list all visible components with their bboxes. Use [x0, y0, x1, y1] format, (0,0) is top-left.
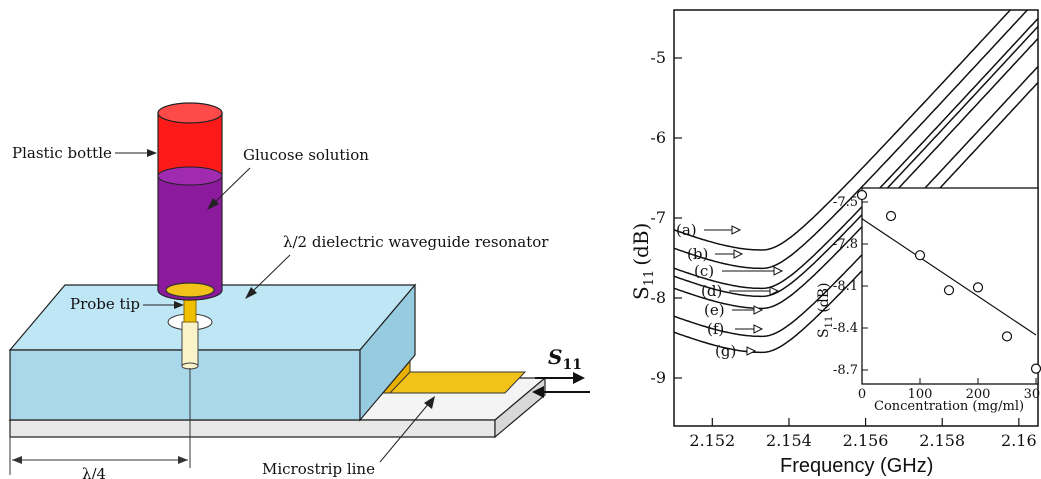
inset-data-point — [943, 285, 955, 296]
inset-y-tick-label: -8.1 — [833, 279, 858, 294]
inset-data-point — [1001, 331, 1013, 342]
lambda4-label: λ/4 — [82, 465, 106, 479]
main-xlabel: Frequency (GHz) — [780, 455, 933, 477]
series-label-arrowhead — [753, 305, 764, 315]
series-label-arrowhead — [733, 249, 744, 259]
main-x-tick-label: 2.16 — [1001, 431, 1037, 450]
inset-y-tick-label: -8.4 — [833, 321, 858, 336]
label-glucose-solution: Glucose solution — [243, 146, 369, 164]
probe-shaft — [181, 321, 199, 367]
main-y-tick-label: -8 — [650, 288, 666, 307]
pointer-plastic-bottle-head — [147, 149, 157, 157]
inset-fit-line — [861, 218, 1037, 336]
series-label: (g) — [715, 342, 736, 360]
series-label: (d) — [701, 282, 722, 300]
label-microstrip: Microstrip line — [262, 460, 375, 478]
series-label: (e) — [704, 301, 725, 319]
inset-data-point — [856, 189, 868, 201]
bottle-top — [157, 102, 223, 124]
pointer-resonator — [249, 254, 291, 295]
series-labels: (a) (b)(c) (d)(e)(f) (g) — [676, 221, 784, 360]
main-x-tick-label: 2.158 — [919, 431, 965, 450]
pointer-glucose — [211, 167, 251, 206]
series-label-arrowhead — [731, 225, 742, 235]
concentration-inset-chart: 0 100 200 300 -7.5 -7.8 -8.1 -8.4 -8.7 S11(dB) C… — [816, 187, 1041, 414]
inset-x-tick-label: 200 — [966, 387, 991, 402]
main-y-tick-label: -9 — [650, 368, 666, 387]
inset-ylabel: S11(dB) — [816, 282, 835, 338]
series-label: (a) — [676, 221, 697, 239]
main-x-tick-label: 2.152 — [689, 431, 735, 450]
series-curve-e — [674, 37, 1038, 310]
lambda4-arrow-left — [12, 456, 22, 464]
inset-data-point — [1030, 363, 1041, 374]
inset-x-tick-label: 300 — [1024, 387, 1041, 402]
pointer-probe-tip-head — [174, 301, 184, 309]
main-y-tick-label: -6 — [650, 128, 666, 147]
pointer-glucose-head — [207, 198, 219, 210]
main-y-tick-label: -7 — [650, 208, 666, 227]
series-label-arrowhead — [746, 346, 757, 356]
inset-data-point — [972, 282, 984, 293]
series-label-arrowhead — [773, 266, 784, 276]
inset-data-point — [914, 250, 926, 261]
inset-x-tick-label: 100 — [908, 387, 933, 402]
main-ylabel: S11(dB) — [629, 223, 657, 300]
main-x-tick-label: 2.154 — [766, 431, 812, 450]
pointer-microstrip-head — [424, 396, 435, 409]
pointer-microstrip — [379, 401, 431, 463]
label-probe-tip: Probe tip — [70, 295, 140, 313]
series-label: (c) — [694, 262, 714, 280]
series-curve-c — [674, 17, 1038, 290]
inset-y-tick-label: -7.8 — [833, 237, 858, 252]
inset-y-tick-label: -8.7 — [833, 363, 858, 378]
main-axis-ticks: 2.152 2.154 2.156 2.158 2.16 -5 -6 -7 -8 -9 — [650, 48, 1036, 450]
inset-axis-ticks: 0 100 200 300 -7.5 -7.8 -8.1 -8.4 -8.7 — [833, 195, 1041, 402]
base-plate-side — [494, 376, 546, 439]
pointer-resonator-head — [245, 287, 257, 299]
label-plastic-bottle: Plastic bottle — [12, 144, 112, 162]
label-resonator: λ/2 dielectric waveguide resonator — [283, 233, 549, 251]
lambda4-arrow-right — [178, 456, 188, 464]
inset-x-tick-label: 0 — [858, 387, 866, 402]
series-curve-b — [674, 10, 1029, 270]
inset-xlabel: Concentration (mg/ml) — [874, 399, 1024, 414]
series-curve-a — [674, 10, 1012, 251]
series-curve-f — [674, 65, 1038, 338]
series-label-arrowhead — [753, 324, 764, 334]
inset-data-point — [885, 210, 897, 222]
inset-marks — [856, 189, 1041, 374]
series-label: (b) — [687, 245, 708, 263]
dielectric-block-side — [359, 283, 416, 422]
base-plate-front — [9, 419, 496, 438]
glucose-solution — [157, 175, 223, 301]
probe-tip-top — [165, 282, 215, 298]
s11-in-head — [532, 386, 544, 398]
main-x-tick-label: 2.156 — [843, 431, 889, 450]
measurement-setup-diagram: λ/4 S11 Plastic bottle Glucose solution … — [8, 102, 590, 479]
series-label: (f) — [707, 320, 724, 338]
solution-surface — [157, 166, 223, 186]
inset-y-tick-label: -7.5 — [833, 195, 858, 210]
series-curve-d — [674, 25, 1038, 298]
series-curve-g — [674, 81, 1038, 354]
s11-out-head — [573, 372, 585, 384]
series-label-arrowhead — [769, 286, 780, 296]
s11-frequency-chart: 2.152 2.154 2.156 2.158 2.16 -5 -6 -7 -8 -9 S11(d… — [629, 9, 1039, 477]
s11-setup-label: S11 — [548, 345, 582, 373]
main-y-tick-label: -5 — [650, 48, 666, 67]
